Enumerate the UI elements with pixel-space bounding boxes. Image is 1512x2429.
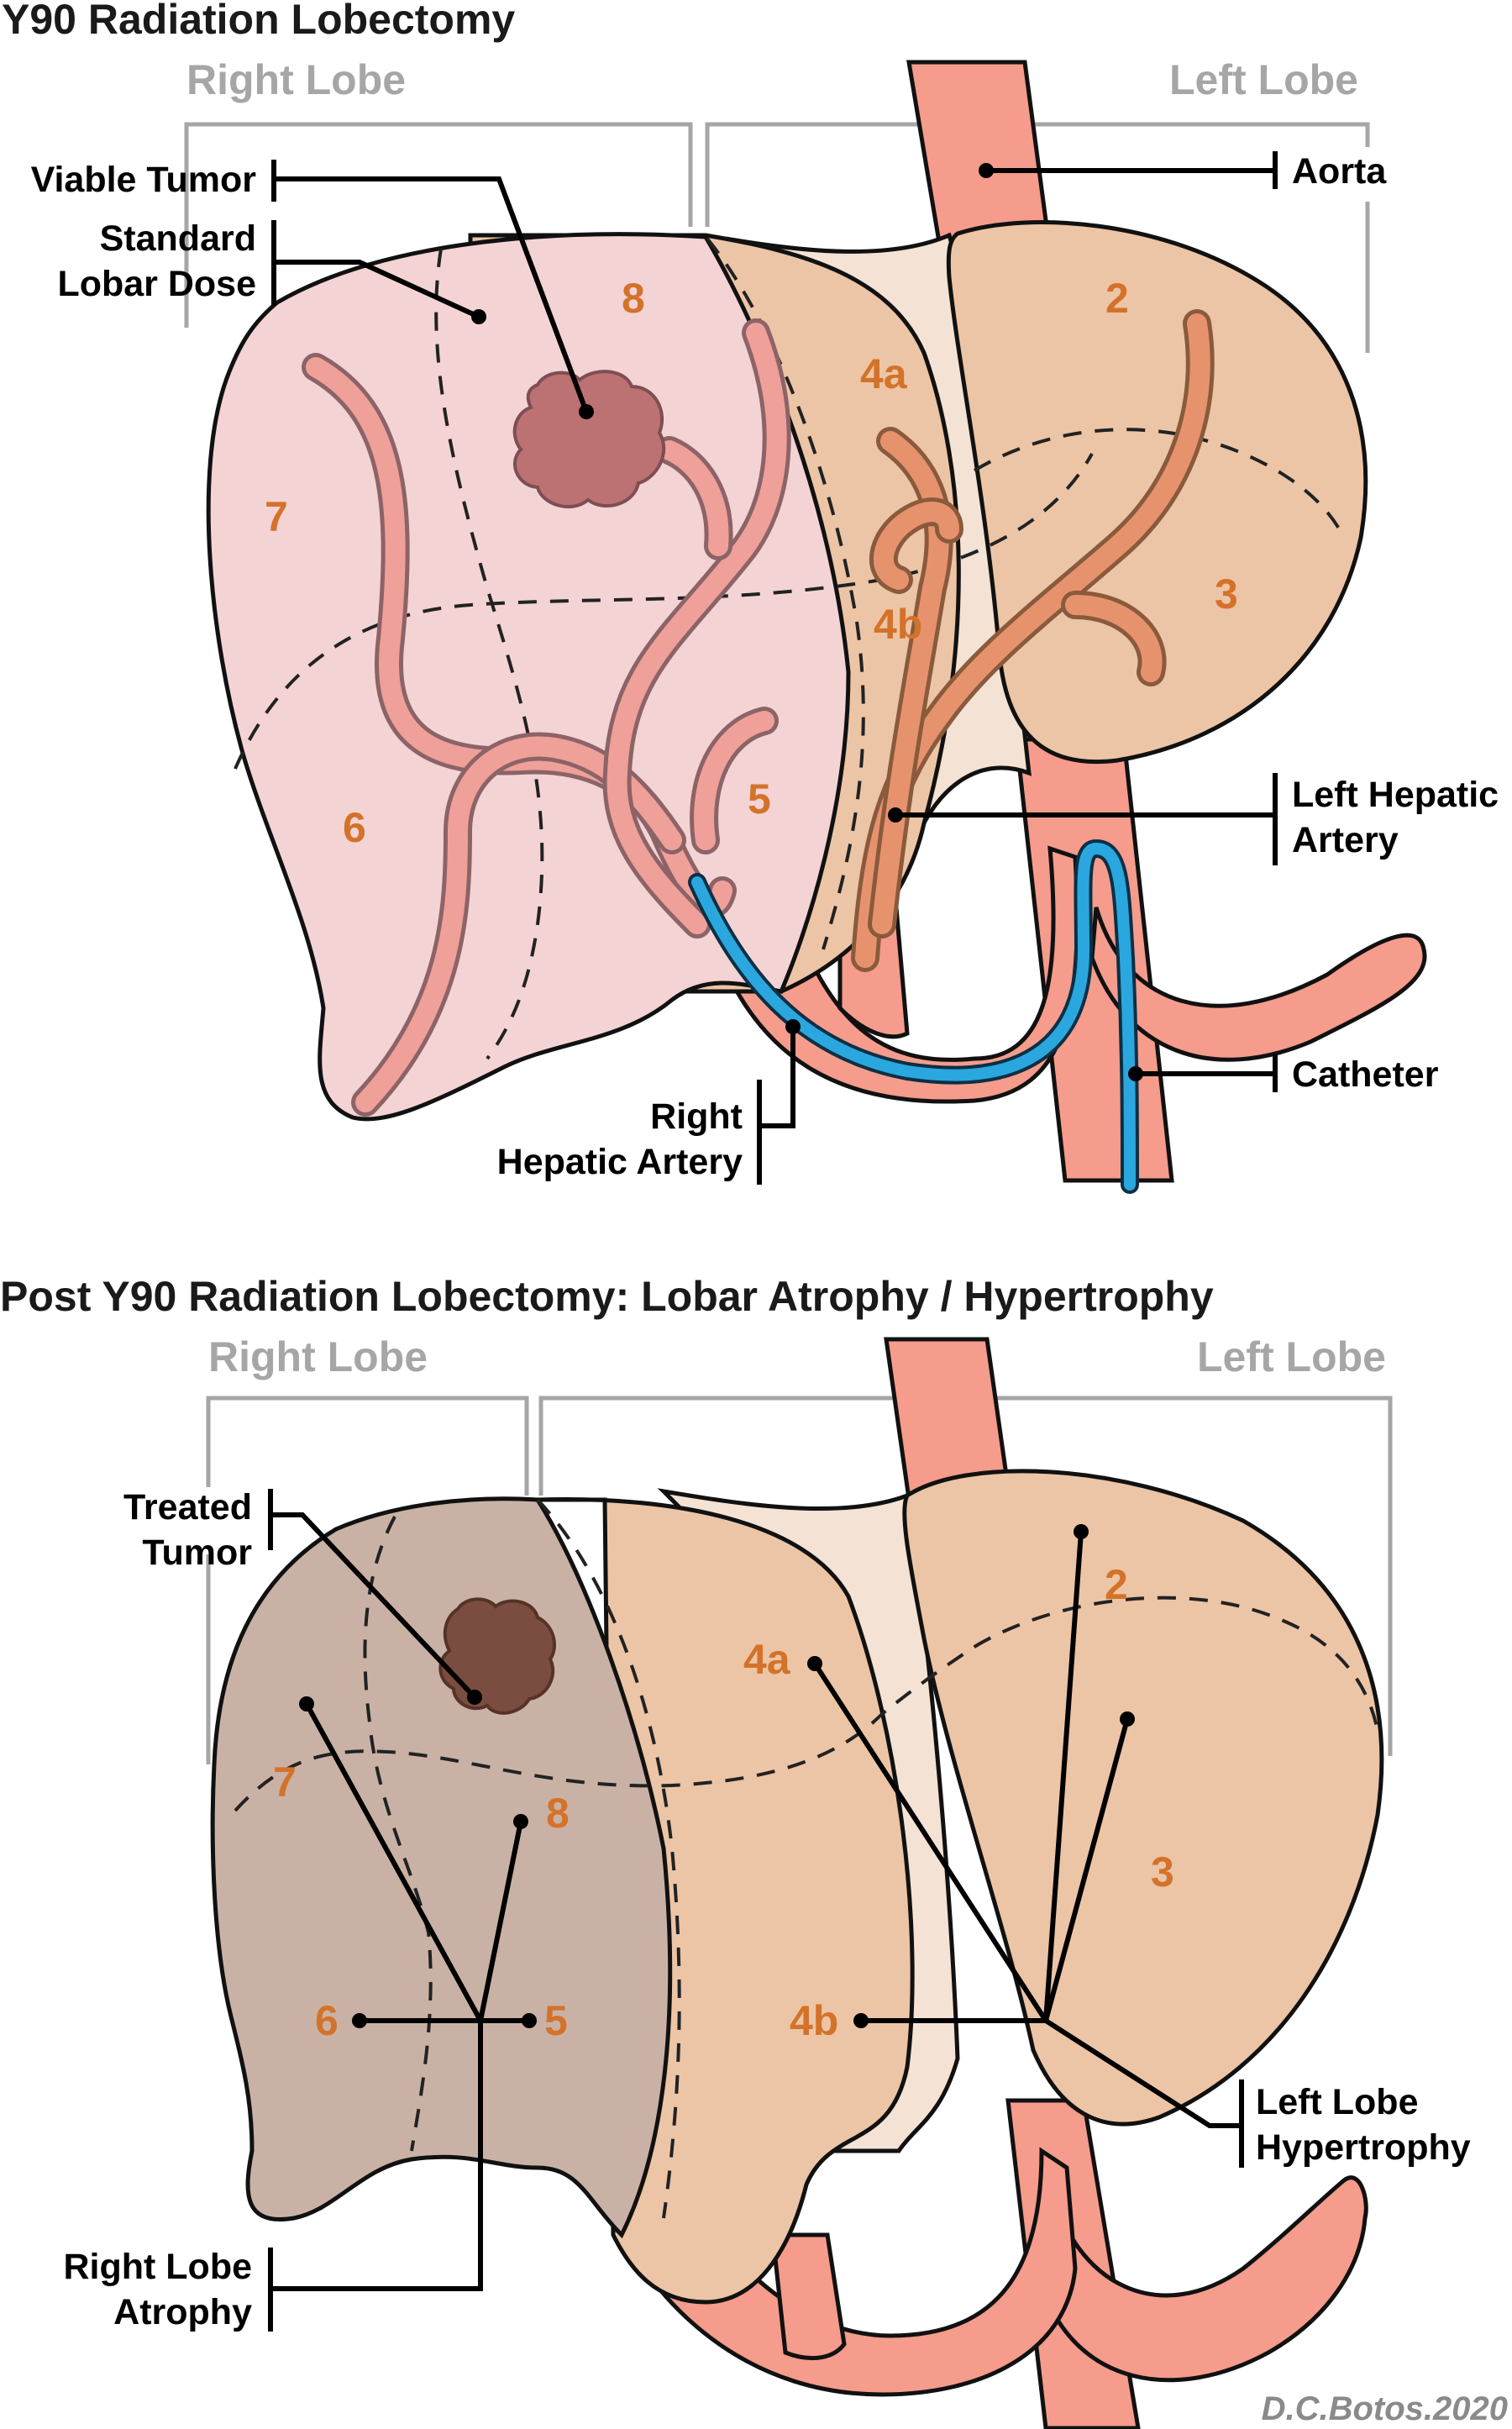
top-segment-7: 7	[265, 493, 288, 540]
bottom-left-lobe-label: Left Lobe	[1197, 1333, 1386, 1380]
bottom-right-lobe-label: Right Lobe	[208, 1333, 428, 1380]
bottom-segment-6: 6	[315, 1997, 339, 2044]
bottom-right-lobe	[210, 1496, 673, 2239]
right-lobe-atrophy-label-line2: Atrophy	[113, 2292, 252, 2332]
panel-bottom: Post Y90 Radiation Lobectomy: Lobar Atro…	[0, 1273, 1471, 2429]
left-lobe-hypertrophy-label-line1: Left Lobe	[1256, 2082, 1418, 2122]
bottom-treated-tumor	[438, 1597, 556, 1715]
top-right-hepatic-branches	[302, 318, 791, 1117]
bottom-title: Post Y90 Radiation Lobectomy: Lobar Atro…	[0, 1273, 1214, 1320]
bottom-segment-5: 5	[544, 1997, 568, 2044]
top-left-hepatic-branches	[851, 309, 1215, 972]
bottom-segment-3: 3	[1151, 1848, 1174, 1895]
bottom-segment-line-vertical-1	[363, 1516, 433, 2152]
top-segment-4a: 4a	[860, 350, 908, 397]
top-right-lobe-label: Right Lobe	[186, 56, 406, 103]
bottom-leaders	[268, 1489, 1244, 2332]
bottom-splenic-artery	[1039, 2175, 1368, 2383]
right-lobe-atrophy-label-line1: Right Lobe	[63, 2247, 252, 2287]
top-viable-tumor	[512, 370, 666, 509]
right-hepatic-artery-label-line1: Right	[650, 1096, 743, 1137]
bottom-right-lobe-bracket	[206, 1396, 529, 1764]
bottom-segment-4a: 4a	[743, 1636, 791, 1683]
left-hepatic-artery-label-line2: Artery	[1292, 820, 1399, 860]
top-segment-line-left	[973, 428, 1346, 539]
bottom-segment-4b: 4b	[790, 1997, 838, 2044]
aorta-label: Aorta	[1292, 151, 1387, 192]
catheter-label: Catheter	[1292, 1054, 1439, 1095]
treated-tumor-label-line2: Tumor	[142, 1533, 252, 1573]
left-lobe-hypertrophy-label-line2: Hypertrophy	[1256, 2127, 1471, 2168]
top-segment-4b: 4b	[874, 601, 922, 648]
standard-dose-label-line2: Lobar Dose	[57, 264, 256, 304]
bottom-segment-line-horizontal	[234, 1645, 976, 1812]
bottom-segment-8: 8	[546, 1790, 570, 1837]
standard-dose-label-line1: Standard	[100, 218, 256, 259]
viable-tumor-label: Viable Tumor	[31, 160, 257, 200]
top-catheter-fill	[691, 842, 1136, 1191]
top-right-lobe-bracket	[184, 122, 693, 328]
top-splenic-artery	[1089, 907, 1427, 1062]
top-segment-5: 5	[748, 775, 771, 823]
bottom-segment-line-vertical-2	[536, 1498, 681, 2219]
right-hepatic-artery-label-line2: Hepatic Artery	[497, 1142, 743, 1182]
panel-top: Y90 Radiation Lobectomy Right Lobe Left …	[2, 0, 1499, 1194]
left-hepatic-artery-label-line1: Left Hepatic	[1292, 775, 1499, 815]
top-segment-3: 3	[1215, 570, 1238, 618]
artist-credit: D.C.Botos.2020	[1262, 2390, 1508, 2427]
top-left-lobe-bracket	[705, 122, 1370, 353]
treated-tumor-label-line1: Treated	[123, 1487, 252, 1527]
top-segment-8: 8	[622, 275, 645, 322]
bottom-hepatic-stub	[770, 2232, 847, 2361]
top-segment-6: 6	[343, 804, 366, 851]
bottom-left-lateral-lobe	[902, 1469, 1384, 2127]
bottom-segment-7: 7	[273, 1759, 297, 1806]
top-left-lobe-label: Left Lobe	[1169, 56, 1358, 103]
top-segment-line-vertical-1	[434, 248, 544, 1060]
top-leaders	[271, 151, 1278, 1185]
top-segment-2: 2	[1105, 275, 1129, 322]
bottom-segment-line-left	[973, 1596, 1379, 1732]
bottom-segment-2: 2	[1105, 1561, 1128, 1608]
top-title: Y90 Radiation Lobectomy	[2, 0, 515, 43]
